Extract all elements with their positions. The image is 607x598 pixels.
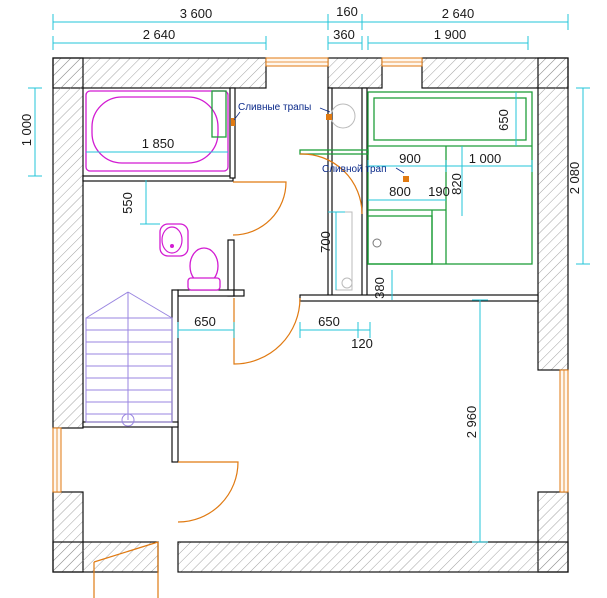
stair-start	[121, 413, 135, 427]
dim-shower-190: 190	[428, 184, 450, 199]
dim-room-height: 2 960	[464, 406, 479, 439]
drain-marker-shower	[403, 176, 409, 182]
dim-wc-offset: 550	[120, 192, 135, 214]
dimension-lines	[28, 14, 590, 543]
washbasin-bowl	[161, 226, 183, 254]
stair-outline	[85, 317, 173, 423]
door-corridor	[233, 297, 301, 365]
dimension-texts: 3 600 160 2 640 2 640 360 1 900 1 000 2 …	[19, 4, 582, 438]
dim-shower-800: 800	[389, 184, 411, 199]
dim-shower-1000: 1 000	[469, 151, 502, 166]
wall-bath-right	[229, 87, 236, 179]
washbasin	[159, 223, 189, 257]
wall-top-mid	[327, 57, 383, 89]
wall-wc-bottom	[177, 289, 235, 297]
door-bathroom	[232, 181, 287, 236]
wall-hall-left	[171, 289, 179, 463]
staircase	[85, 291, 173, 427]
windows	[52, 57, 569, 493]
drain-marker-bathtub	[231, 118, 235, 126]
label-drains: Сливные трапы	[238, 102, 311, 113]
dim-shower-900: 900	[399, 151, 421, 166]
wall-wc-right	[227, 239, 235, 297]
wall-bath-bottom	[82, 175, 234, 182]
dim-top-left: 2 640	[143, 27, 176, 42]
doors	[93, 153, 363, 598]
toilet-tank	[187, 277, 221, 291]
wall-left-upper	[52, 57, 84, 429]
dim-top-overall-right: 2 640	[442, 6, 475, 21]
washbasin-body	[159, 223, 189, 257]
toilet	[187, 247, 221, 291]
dim-gap-120: 120	[351, 336, 373, 351]
dim-shower-top: 650	[496, 109, 511, 131]
wall-corridor-bottom-left	[233, 289, 245, 297]
drain-marker-corridor	[326, 114, 332, 120]
dim-corridor-700: 700	[318, 231, 333, 253]
dim-top-overall-mid: 160	[336, 4, 358, 19]
dim-door-left-650: 650	[194, 314, 216, 329]
dim-top-overall-left: 3 600	[180, 6, 213, 21]
shower-drain-circle	[372, 238, 382, 248]
dim-bathtub-length: 1 850	[142, 136, 175, 151]
dim-right-side: 2 080	[567, 162, 582, 195]
wall-bottom-right	[177, 541, 569, 573]
interior-walls	[82, 87, 539, 463]
wall-top-left	[52, 57, 267, 89]
dim-top-mid: 360	[333, 27, 355, 42]
label-drain: Сливной трап	[322, 164, 387, 175]
dim-left-top: 1 000	[19, 114, 34, 147]
dim-top-right: 1 900	[434, 27, 467, 42]
shower-outer	[367, 91, 533, 265]
door-shower	[299, 153, 363, 215]
wall-shower-bottom	[299, 294, 539, 302]
shower-screen	[299, 149, 369, 155]
bathtub-screen	[211, 90, 227, 138]
shower-tray	[367, 215, 433, 265]
wall-shower-left	[361, 87, 368, 301]
door-entrance	[93, 541, 159, 563]
door-hall	[177, 461, 239, 523]
wall-right-upper	[537, 57, 569, 371]
bathtub-inner	[91, 96, 219, 164]
drains	[231, 107, 409, 182]
corridor-basin	[330, 103, 356, 129]
wall-stair-bottom	[82, 421, 179, 428]
exterior-walls	[52, 57, 569, 573]
dim-door-right-650: 650	[318, 314, 340, 329]
dim-corridor-380: 380	[372, 277, 387, 299]
bathtub	[85, 90, 229, 172]
shower-area	[299, 91, 533, 265]
annotations: Сливные трапы Сливной трап	[238, 102, 387, 175]
dim-shower-820: 820	[449, 173, 464, 195]
corridor-fixtures	[330, 103, 356, 291]
